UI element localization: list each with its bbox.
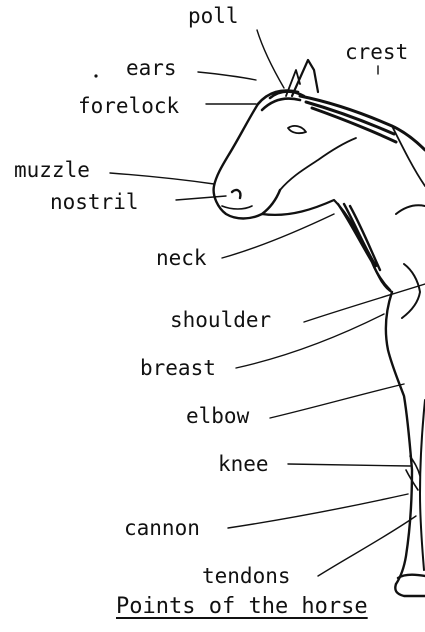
leader-poll [257,30,284,88]
horse-shoulder [396,205,425,318]
leader-nostril [176,196,226,200]
label-knee: knee [218,454,269,475]
label-breast: breast [140,358,216,379]
label-ears: ears [126,58,177,79]
label-cannon: cannon [124,518,200,539]
label-shoulder: shoulder [170,310,271,331]
leader-neck [222,214,334,258]
leader-tendons [318,516,416,576]
label-muzzle: muzzle [14,160,90,181]
label-poll: poll [188,6,239,27]
leader-cannon [228,494,408,528]
label-forelock: forelock [78,96,179,117]
horse-mouth [222,206,252,209]
horse-mane [300,96,425,150]
horse-jaw [280,138,356,190]
horse-face [214,104,280,219]
horse-breast [386,292,412,584]
horse-nostril [232,190,240,198]
horse-neck-shade [338,204,390,290]
diagram-caption: Points of the horse [116,594,368,619]
horse-throat [262,200,392,292]
label-tendons: tendons [202,566,291,587]
label-elbow: elbow [186,406,249,427]
leader-muzzle [110,173,214,184]
leader-ears [198,72,256,80]
stray-dot [94,74,97,77]
horse-eye [288,126,306,133]
horse-hoof [395,575,425,596]
label-crest: crest [345,42,408,63]
horse-foreleg-back [420,400,425,570]
leader-knee [288,464,410,466]
label-nostril: nostril [50,192,139,213]
horse-forelock [258,91,304,111]
leader-shoulder [304,284,425,322]
leader-elbow [270,384,404,418]
label-neck: neck [156,248,207,269]
